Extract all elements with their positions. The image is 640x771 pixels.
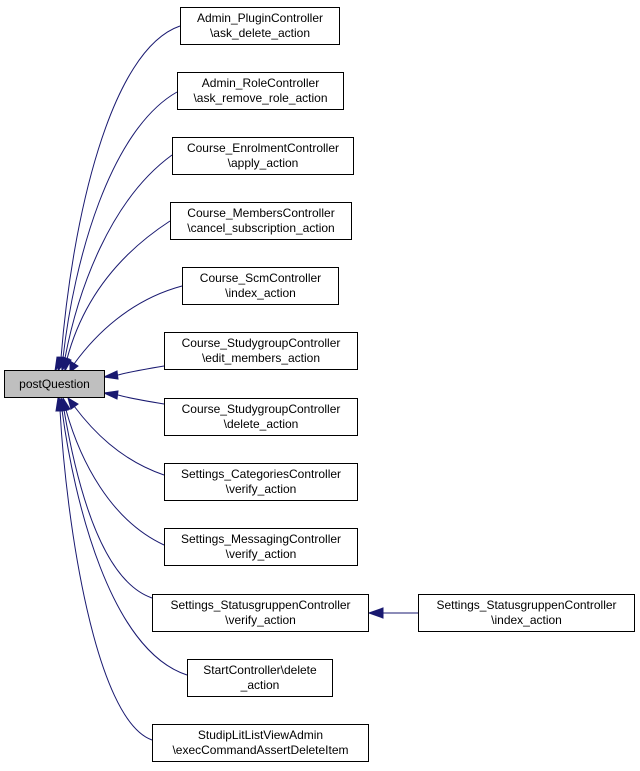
node-course-members-controller[interactable]: Course_MembersController \cancel_subscri… (170, 202, 352, 240)
node-label-line2: \verify_action (225, 613, 296, 627)
node-label-line2: \delete_action (224, 417, 299, 431)
node-label-line2: \cancel_subscription_action (187, 221, 334, 235)
node-label-line2: \index_action (491, 613, 562, 627)
node-label-line1: Course_ScmController (200, 271, 321, 285)
edge-course-scm (73, 285, 183, 365)
node-course-studygroup-delete[interactable]: Course_StudygroupController \delete_acti… (164, 398, 358, 436)
node-label-line1: Admin_RoleController (202, 76, 319, 90)
node-label-line2: \edit_members_action (202, 351, 320, 365)
node-label-line1: Course_StudygroupController (182, 402, 341, 416)
edge-studip-litlist (59, 409, 153, 741)
node-label-line1: Course_StudygroupController (182, 336, 341, 350)
node-label-line1: Admin_PluginController (197, 11, 323, 25)
node-admin-plugin-controller[interactable]: Admin_PluginController \ask_delete_actio… (180, 7, 340, 45)
edge-settings-statusgruppen (63, 409, 153, 599)
node-label-line1: Settings_StatusgruppenController (170, 598, 350, 612)
node-settings-messaging-controller[interactable]: Settings_MessagingController \verify_act… (164, 528, 358, 566)
node-label-line2: \execCommandAssertDeleteItem (172, 743, 348, 757)
node-settings-statusgruppen-verify[interactable]: Settings_StatusgruppenController \verify… (152, 594, 369, 632)
graph-edges (59, 25, 418, 741)
node-label-line1: Course_EnrolmentController (187, 141, 339, 155)
node-label-line1: Course_MembersController (187, 206, 334, 220)
node-label-line2: \ask_delete_action (210, 26, 310, 40)
node-label-line1: Settings_CategoriesController (181, 467, 341, 481)
arrowhead-course-studygroup-edit (102, 370, 119, 380)
node-course-studygroup-edit[interactable]: Course_StudygroupController \edit_member… (164, 332, 358, 370)
node-course-enrolment-controller[interactable]: Course_EnrolmentController \apply_action (172, 137, 354, 175)
node-label-line2: _action (240, 678, 280, 692)
node-course-scm-controller[interactable]: Course_ScmController \index_action (182, 267, 339, 305)
node-label-line1: Settings_StatusgruppenController (436, 598, 616, 612)
edge-course-members (66, 220, 171, 360)
arrowhead-course-studygroup-delete (102, 390, 119, 400)
arrowhead-statusgruppen-index (367, 607, 384, 619)
node-label-line1: Settings_MessagingController (181, 532, 341, 546)
edge-settings-categories (73, 405, 165, 476)
node-studip-litlist-view-admin[interactable]: StudipLitListViewAdmin \execCommandAsser… (152, 724, 369, 762)
edge-settings-messaging (65, 409, 165, 546)
edge-admin-plugin (60, 25, 181, 359)
edge-admin-role (62, 91, 178, 359)
node-label-line2: \index_action (225, 286, 296, 300)
edge-start-controller (61, 409, 188, 676)
node-label-line1: StudipLitListViewAdmin (198, 728, 323, 742)
node-label-line2: \verify_action (226, 482, 297, 496)
node-label-line2: \apply_action (228, 156, 299, 170)
graph-arrowheads (54, 356, 384, 619)
edge-course-studygroup-edit (117, 365, 165, 376)
node-label-line2: \ask_remove_role_action (193, 91, 327, 105)
node-settings-statusgruppen-index[interactable]: Settings_StatusgruppenController \index_… (418, 594, 635, 632)
arrowhead-settings-categories (67, 396, 79, 410)
arrowhead-course-scm (69, 360, 79, 373)
node-post-question-label: postQuestion (19, 377, 90, 391)
arrowhead-course-members (62, 356, 72, 373)
edge-course-enrolment (64, 154, 173, 359)
node-settings-categories-controller[interactable]: Settings_CategoriesController \verify_ac… (164, 463, 358, 501)
node-start-controller[interactable]: StartController\delete _action (187, 659, 333, 697)
node-post-question[interactable]: postQuestion (4, 370, 105, 398)
edge-course-studygroup-delete (117, 394, 165, 405)
arrowhead-studip-litlist (55, 396, 65, 412)
node-admin-role-controller[interactable]: Admin_RoleController \ask_remove_role_ac… (177, 72, 344, 110)
node-label-line2: \verify_action (226, 547, 297, 561)
node-label-line1: StartController\delete (203, 663, 317, 677)
